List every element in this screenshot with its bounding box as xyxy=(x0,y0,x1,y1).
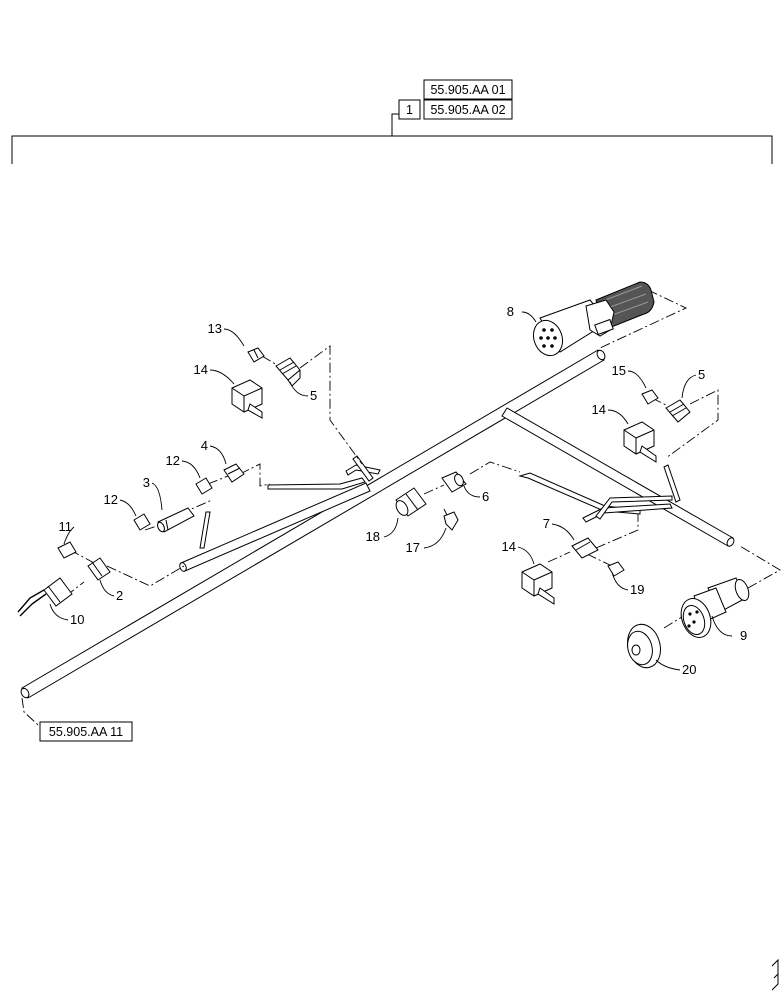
callout-5b[interactable]: 5 xyxy=(698,367,705,382)
part-8-trailer-socket[interactable] xyxy=(529,281,655,360)
part-6-connector[interactable] xyxy=(441,471,467,493)
callout-5a[interactable]: 5 xyxy=(310,388,317,403)
callout-10[interactable]: 10 xyxy=(70,612,84,627)
part-7-connector[interactable] xyxy=(571,537,599,559)
part-5-connector-a[interactable] xyxy=(275,357,301,387)
callout-20[interactable]: 20 xyxy=(682,662,696,677)
part-20-cap[interactable] xyxy=(623,621,665,672)
ref-text-2[interactable]: 55.905.AA 02 xyxy=(430,103,505,117)
part-2-connector[interactable] xyxy=(87,557,111,581)
part-9-round-connector[interactable] xyxy=(676,577,751,642)
ref-box-1[interactable] xyxy=(423,79,513,100)
part-10-connector[interactable] xyxy=(17,577,73,617)
callout-18[interactable]: 18 xyxy=(366,529,380,544)
part-18-connector[interactable] xyxy=(394,487,427,517)
callout-13[interactable]: 13 xyxy=(208,321,222,336)
callout-6[interactable]: 6 xyxy=(482,489,489,504)
callout-14a[interactable]: 14 xyxy=(194,362,208,377)
callout-11[interactable]: 11 xyxy=(59,519,73,534)
parts xyxy=(17,281,751,672)
callouts: 8 13 14 5 15 5 14 4 12 3 12 11 2 10 6 18… xyxy=(49,304,747,677)
part-15-clip[interactable] xyxy=(641,389,659,405)
part-14-bracket-c[interactable] xyxy=(521,563,555,605)
ref-box-footer[interactable] xyxy=(39,721,133,742)
callout-2[interactable]: 2 xyxy=(116,588,123,603)
part-5-connector-b[interactable] xyxy=(665,399,691,423)
callout-12b[interactable]: 12 xyxy=(104,492,118,507)
part-11-clip[interactable] xyxy=(57,541,77,559)
callout-12a[interactable]: 12 xyxy=(166,453,180,468)
callout-9[interactable]: 9 xyxy=(740,628,747,643)
header-bracket xyxy=(11,113,773,164)
part-3-connector[interactable] xyxy=(156,507,195,533)
callout-15[interactable]: 15 xyxy=(612,363,626,378)
harness-main xyxy=(20,349,735,699)
footer-reference: 55.905.AA 11 xyxy=(39,721,133,742)
corner-mark xyxy=(771,958,779,991)
ref-box-2[interactable] xyxy=(423,99,513,120)
callout-14b[interactable]: 14 xyxy=(592,402,606,417)
part-12-clip-a[interactable] xyxy=(195,477,213,495)
callout-8[interactable]: 8 xyxy=(507,304,514,319)
part-13-clip[interactable] xyxy=(247,347,265,363)
callout-14c[interactable]: 14 xyxy=(502,539,516,554)
qty-box xyxy=(398,99,421,120)
part-17-clip[interactable] xyxy=(443,511,459,531)
part-19-clip[interactable] xyxy=(607,561,625,577)
ref-text-footer[interactable]: 55.905.AA 11 xyxy=(49,725,123,739)
callout-4[interactable]: 4 xyxy=(201,438,208,453)
part-14-bracket-a[interactable] xyxy=(231,379,263,419)
qty-text: 1 xyxy=(406,103,413,117)
callout-7[interactable]: 7 xyxy=(543,516,550,531)
ref-text-1[interactable]: 55.905.AA 01 xyxy=(430,83,505,97)
part-4-connector[interactable] xyxy=(223,463,245,483)
part-12-clip-b[interactable] xyxy=(133,513,151,531)
callout-19[interactable]: 19 xyxy=(630,582,644,597)
callout-17[interactable]: 17 xyxy=(406,540,420,555)
callout-3[interactable]: 3 xyxy=(143,475,150,490)
part-14-bracket-b[interactable] xyxy=(623,421,657,463)
header-reference: 55.905.AA 01 1 55.905.AA 02 xyxy=(398,79,513,120)
